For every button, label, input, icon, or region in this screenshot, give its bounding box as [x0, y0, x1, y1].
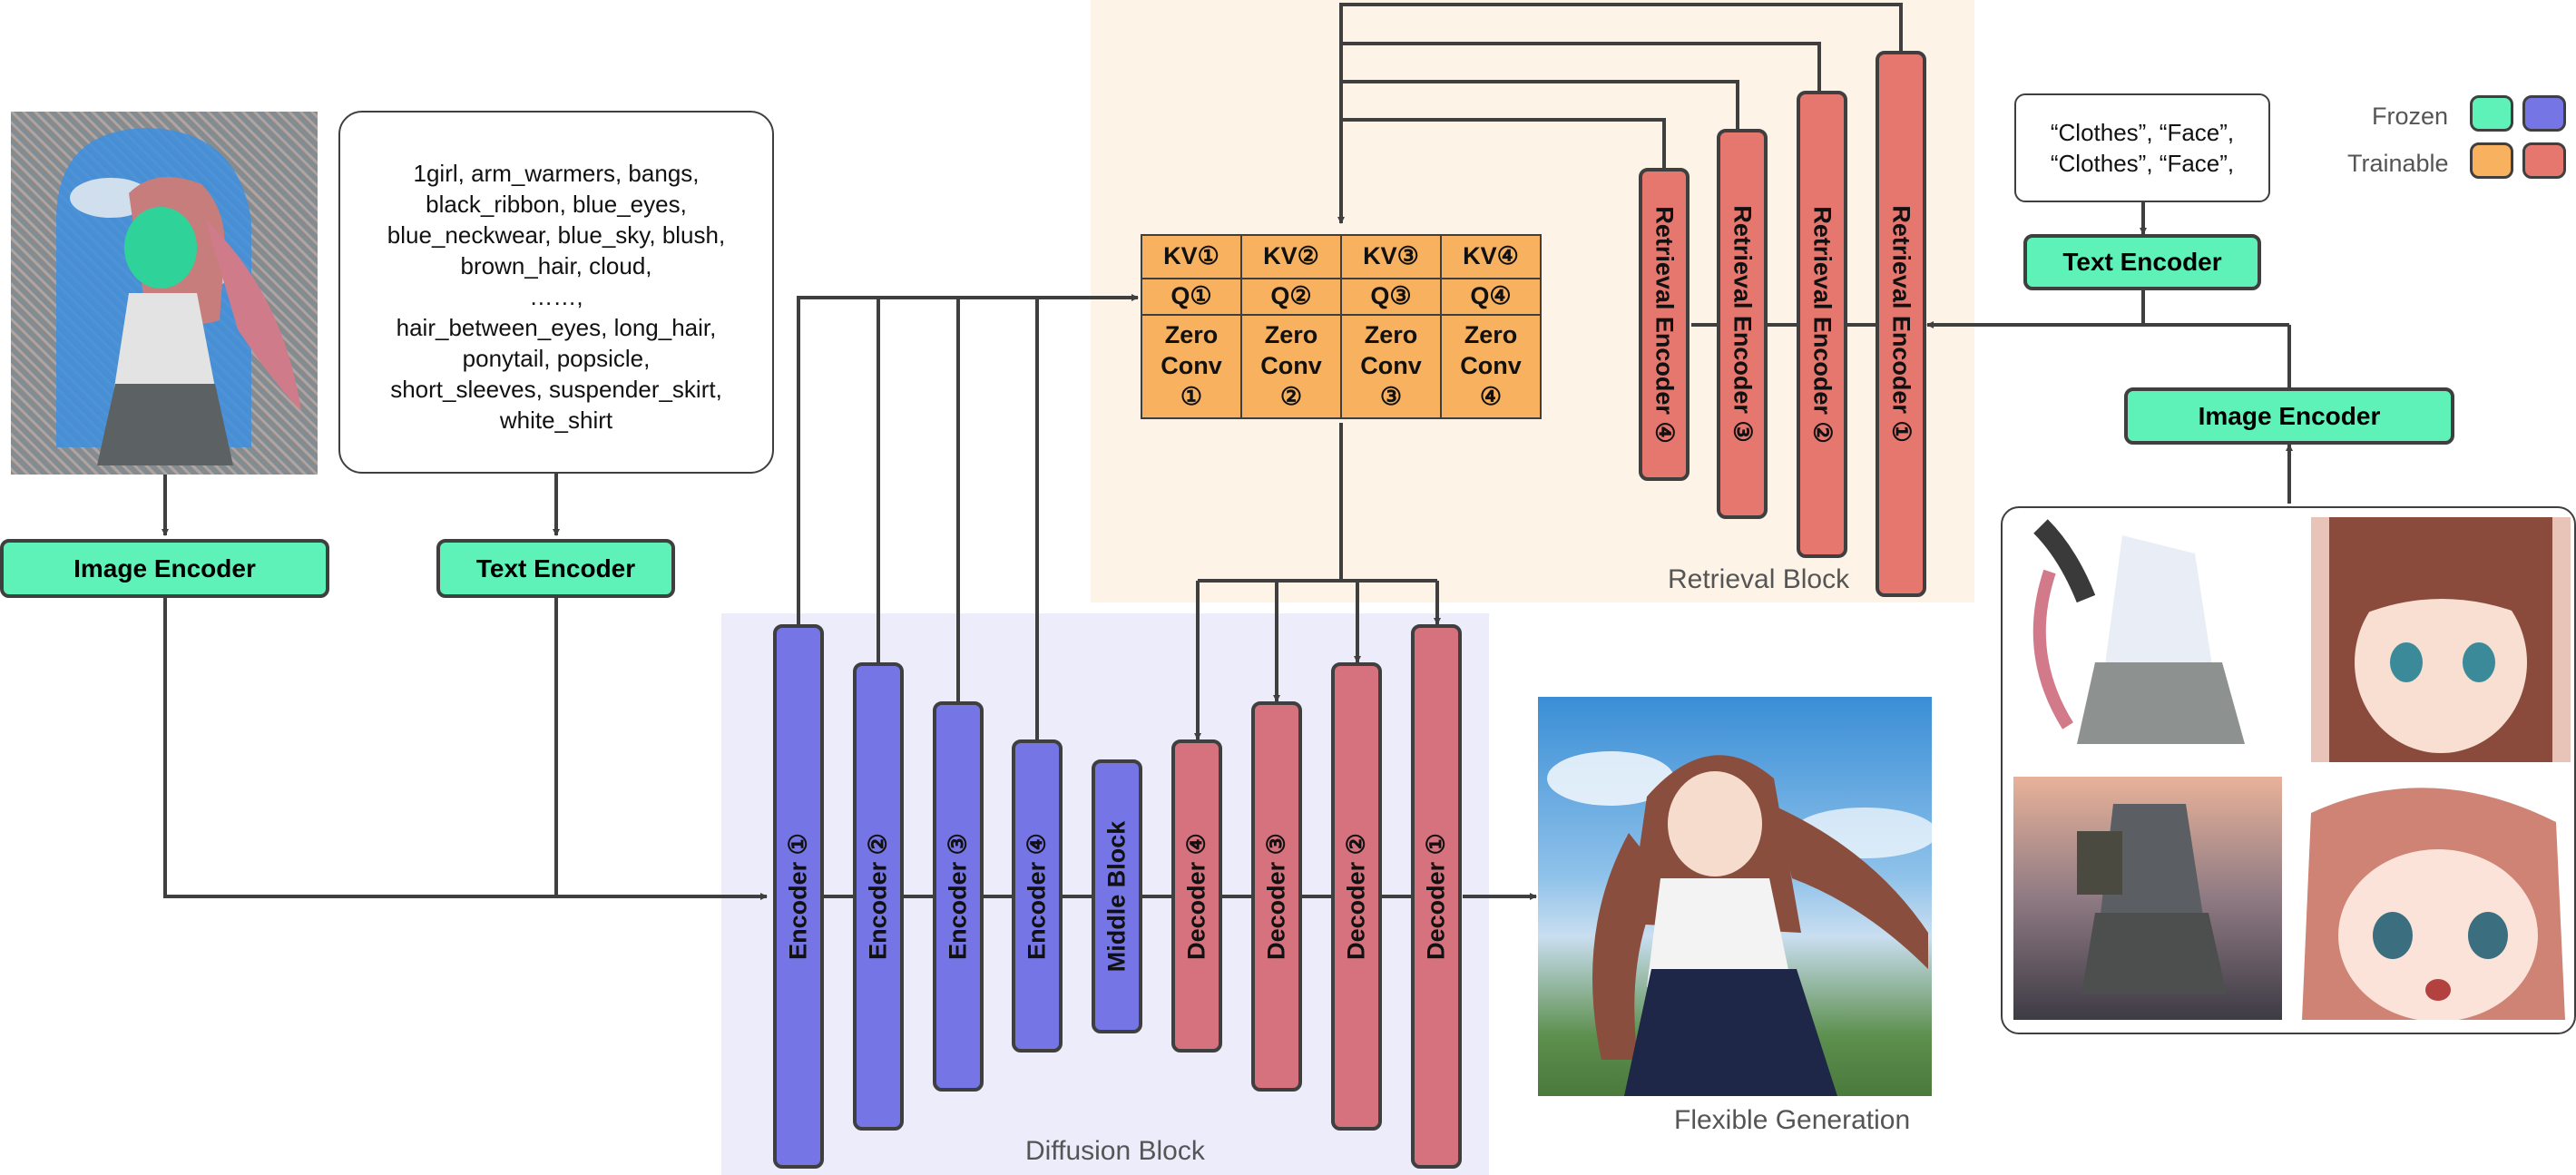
encoder-1: Encoder ① [773, 624, 824, 1169]
reference-image-face-1 [2311, 517, 2571, 762]
prompt-text: 1girl, arm_warmers, bangs, black_ribbon,… [387, 160, 726, 434]
decoder-3-label: Decoder ③ [1262, 833, 1290, 960]
decoder-1-label: Decoder ① [1422, 833, 1450, 960]
retrieval-encoder-4: Retrieval Encoder ④ [1639, 168, 1690, 481]
q-cell-1: Q① [1142, 279, 1242, 316]
flexible-generation-label: Flexible Generation [1674, 1105, 1911, 1135]
legend-frozen-label: Frozen [2372, 103, 2449, 130]
retrieval-encoder-1: Retrieval Encoder ① [1876, 51, 1926, 597]
legend-trainable-swatch-red [2522, 142, 2566, 179]
legend-trainable-swatch-orange [2470, 142, 2513, 179]
encoder-3-label: Encoder ③ [944, 833, 972, 960]
retrieval-block-label: Retrieval Block [1668, 564, 1850, 594]
left-text-encoder-label: Text Encoder [475, 553, 636, 583]
left-image-encoder: Image Encoder [0, 539, 329, 598]
retrieval-encoder-2: Retrieval Encoder ② [1797, 91, 1847, 558]
prompt-text-box: 1girl, arm_warmers, bangs, black_ribbon,… [338, 111, 774, 474]
decoder-4: Decoder ④ [1171, 739, 1222, 1053]
reference-image-clothes-1 [2013, 517, 2273, 762]
kv-cell-3: KV③ [1342, 236, 1442, 279]
reference-image-face-2 [2293, 777, 2571, 1022]
decoder-4-label: Decoder ④ [1182, 832, 1210, 960]
encoder-4-label: Encoder ④ [1023, 832, 1051, 960]
q-cell-4: Q④ [1442, 279, 1540, 316]
decoder-2: Decoder ② [1331, 662, 1382, 1131]
reference-images-panel [2001, 506, 2576, 1034]
query-text: “Clothes”, “Face”, “Clothes”, “Face”, [2050, 119, 2235, 177]
noisy-input-image [11, 112, 318, 475]
encoder-2-label: Encoder ② [864, 833, 892, 960]
left-text-encoder: Text Encoder [436, 539, 675, 598]
zero-conv-cell-1: Zero Conv ① [1142, 316, 1242, 417]
retrieval-encoder-3: Retrieval Encoder ③ [1717, 129, 1768, 519]
retrieval-encoder-4-label: Retrieval Encoder ④ [1650, 205, 1679, 444]
generated-output-image [1538, 697, 1932, 1096]
decoder-2-label: Decoder ② [1342, 833, 1370, 960]
encoder-1-label: Encoder ① [784, 833, 812, 960]
right-image-encoder-label: Image Encoder [2198, 401, 2381, 430]
kv-cell-2: KV② [1242, 236, 1342, 279]
query-text-box: “Clothes”, “Face”, “Clothes”, “Face”, [2014, 93, 2270, 202]
legend-trainable-label: Trainable [2347, 150, 2449, 177]
encoder-4: Encoder ④ [1012, 739, 1063, 1053]
middle-block: Middle Block [1092, 759, 1142, 1033]
reference-image-clothes-2 [2013, 777, 2282, 1020]
legend-frozen-swatch-green [2470, 95, 2513, 132]
zero-conv-cell-2: Zero Conv ② [1242, 316, 1342, 417]
q-cell-3: Q③ [1342, 279, 1442, 316]
right-text-encoder: Text Encoder [2023, 234, 2261, 290]
left-image-encoder-label: Image Encoder [73, 553, 256, 583]
decoder-1: Decoder ① [1411, 624, 1462, 1169]
encoder-3: Encoder ③ [933, 701, 984, 1092]
decoder-3: Decoder ③ [1251, 701, 1302, 1092]
kv-q-zeroconv-grid: KV① KV② KV③ KV④ Q① Q② Q③ Q④ Zero Conv ① … [1141, 234, 1542, 419]
zero-conv-cell-4: Zero Conv ④ [1460, 321, 1522, 410]
retrieval-encoder-1-label: Retrieval Encoder ① [1887, 205, 1915, 443]
retrieval-encoder-3-label: Retrieval Encoder ③ [1729, 205, 1757, 443]
retrieval-encoder-2-label: Retrieval Encoder ② [1808, 205, 1837, 444]
kv-cell-1: KV① [1142, 236, 1242, 279]
diffusion-block-label: Diffusion Block [1025, 1136, 1205, 1166]
kv-cell-4: KV④ [1442, 236, 1540, 279]
middle-block-label: Middle Block [1102, 820, 1131, 973]
encoder-2: Encoder ② [853, 662, 904, 1131]
right-image-encoder: Image Encoder [2124, 387, 2454, 445]
right-text-encoder-label: Text Encoder [2062, 248, 2222, 276]
zero-conv-cell-3: Zero Conv ③ [1342, 316, 1442, 417]
legend-frozen-swatch-blue [2522, 95, 2566, 132]
q-cell-2: Q② [1242, 279, 1342, 316]
